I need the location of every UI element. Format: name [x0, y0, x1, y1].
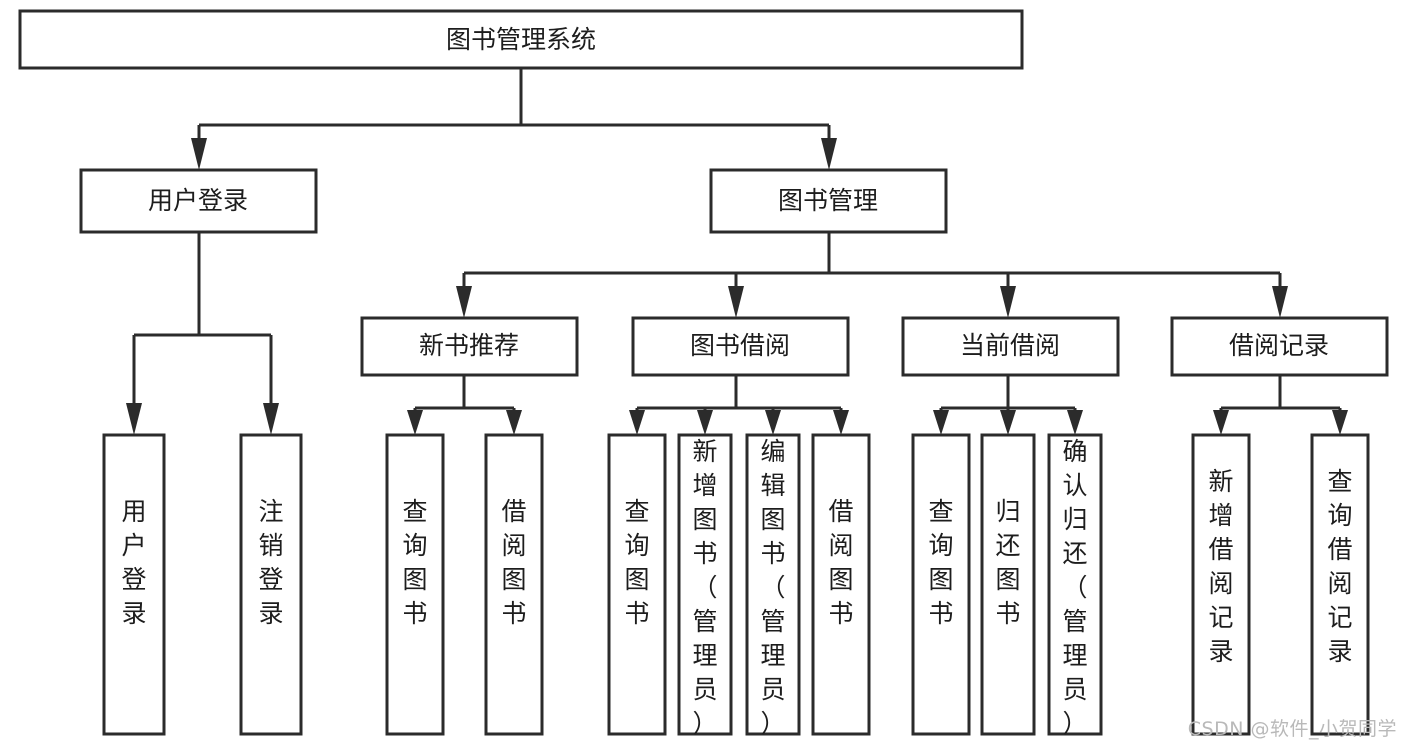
node-leaf-query-book-3-box[interactable] — [911, 433, 971, 736]
node-borrow-record-box[interactable] — [1170, 316, 1389, 377]
node-leaf-return-book-label: 归还图书 — [995, 497, 1020, 628]
node-leaf-add-book[interactable]: 新增图书（管理员） — [677, 433, 733, 738]
node-leaf-user-logout-box[interactable] — [239, 433, 303, 736]
arrow-head-new-book-recommend — [456, 286, 472, 318]
node-book-management-label: 图书管理 — [778, 186, 878, 215]
node-user-login-label: 用户登录 — [148, 186, 248, 215]
node-leaf-query-record-label: 查询借阅记录 — [1327, 467, 1352, 666]
node-leaf-user-login[interactable]: 用户登录 — [102, 433, 166, 736]
arrow-head-leaf-user-login — [126, 403, 142, 435]
node-leaf-query-book-2[interactable]: 查询图书 — [607, 433, 667, 736]
arrow-head-leaf-borrow-book-1 — [506, 410, 522, 435]
node-leaf-query-book-2-box[interactable] — [607, 433, 667, 736]
node-leaf-borrow-book-2-box[interactable] — [811, 433, 871, 736]
node-leaf-query-record-box[interactable] — [1310, 433, 1370, 736]
node-leaf-query-book-2-label: 查询图书 — [624, 497, 649, 628]
node-leaf-add-book-box[interactable] — [677, 433, 733, 736]
node-leaf-confirm-return-box[interactable] — [1047, 433, 1103, 736]
node-book-borrow[interactable]: 图书借阅 — [631, 316, 850, 377]
node-leaf-user-login-box[interactable] — [102, 433, 166, 736]
node-leaf-query-book-3-label: 查询图书 — [928, 497, 953, 628]
node-leaf-add-book-label: 新增图书（管理员） — [692, 437, 717, 738]
node-book-management-box[interactable] — [709, 168, 948, 234]
arrow-head-book-management — [821, 138, 837, 170]
node-book-borrow-label: 图书借阅 — [690, 331, 790, 360]
node-new-book-recommend-label: 新书推荐 — [419, 331, 519, 360]
node-leaf-edit-book-box[interactable] — [745, 433, 801, 736]
node-leaf-query-book-1-box[interactable] — [385, 433, 445, 736]
node-borrow-record[interactable]: 借阅记录 — [1170, 316, 1389, 377]
node-leaf-edit-book-label: 编辑图书（管理员） — [760, 437, 785, 738]
node-leaf-confirm-return[interactable]: 确认归还（管理员） — [1047, 433, 1103, 738]
arrow-head-book-borrow — [728, 286, 744, 318]
node-borrow-record-label: 借阅记录 — [1229, 331, 1329, 360]
arrow-head-leaf-confirm-return — [1067, 410, 1083, 435]
node-book-management[interactable]: 图书管理 — [709, 168, 948, 234]
node-current-borrow-box[interactable] — [901, 316, 1120, 377]
node-current-borrow[interactable]: 当前借阅 — [901, 316, 1120, 377]
node-leaf-user-logout[interactable]: 注销登录 — [239, 433, 303, 736]
arrow-head-leaf-add-book — [697, 410, 713, 435]
node-leaf-borrow-book-1[interactable]: 借阅图书 — [484, 433, 544, 736]
node-leaf-add-record[interactable]: 新增借阅记录 — [1191, 433, 1251, 736]
node-root-box[interactable] — [18, 9, 1024, 70]
node-leaf-query-book-1-label: 查询图书 — [402, 497, 427, 628]
arrow-head-user-login — [191, 138, 207, 170]
node-leaf-borrow-book-2[interactable]: 借阅图书 — [811, 433, 871, 736]
arrow-head-leaf-return-book — [1000, 410, 1016, 435]
node-leaf-add-record-box[interactable] — [1191, 433, 1251, 736]
arrow-head-leaf-edit-book — [765, 410, 781, 435]
node-leaf-return-book[interactable]: 归还图书 — [980, 433, 1036, 736]
node-leaf-query-book-1[interactable]: 查询图书 — [385, 433, 445, 736]
node-leaf-confirm-return-label: 确认归还（管理员） — [1062, 437, 1087, 738]
arrow-head-borrow-record — [1272, 286, 1288, 318]
node-leaf-return-book-box[interactable] — [980, 433, 1036, 736]
node-leaf-user-login-label: 用户登录 — [121, 497, 146, 628]
node-leaf-user-logout-label: 注销登录 — [258, 497, 283, 628]
node-leaf-borrow-book-1-box[interactable] — [484, 433, 544, 736]
node-book-borrow-box[interactable] — [631, 316, 850, 377]
arrow-head-leaf-query-book-1 — [407, 410, 423, 435]
arrow-head-current-borrow — [1000, 286, 1016, 318]
node-leaf-add-record-label: 新增借阅记录 — [1208, 467, 1233, 666]
node-new-book-recommend-box[interactable] — [360, 316, 579, 377]
node-root[interactable]: 图书管理系统 — [18, 9, 1024, 70]
arrow-head-leaf-query-record — [1332, 410, 1348, 435]
node-leaf-query-record[interactable]: 查询借阅记录 — [1310, 433, 1370, 736]
csdn-watermark: CSDN @软件_小贺同学 — [1187, 718, 1397, 740]
arrow-head-leaf-borrow-book-2 — [833, 410, 849, 435]
node-root-label: 图书管理系统 — [446, 25, 596, 54]
node-current-borrow-label: 当前借阅 — [960, 331, 1060, 360]
arrow-head-leaf-query-book-3 — [933, 410, 949, 435]
node-leaf-query-book-3[interactable]: 查询图书 — [911, 433, 971, 736]
connector-layer — [126, 68, 1348, 435]
arrow-head-leaf-user-logout — [263, 403, 279, 435]
arrow-head-leaf-add-record — [1213, 410, 1229, 435]
node-new-book-recommend[interactable]: 新书推荐 — [360, 316, 579, 377]
node-leaf-edit-book[interactable]: 编辑图书（管理员） — [745, 433, 801, 738]
node-leaf-borrow-book-1-label: 借阅图书 — [501, 497, 526, 628]
node-user-login[interactable]: 用户登录 — [79, 168, 318, 234]
node-user-login-box[interactable] — [79, 168, 318, 234]
arrow-head-leaf-query-book-2 — [629, 410, 645, 435]
node-leaf-borrow-book-2-label: 借阅图书 — [828, 497, 853, 628]
